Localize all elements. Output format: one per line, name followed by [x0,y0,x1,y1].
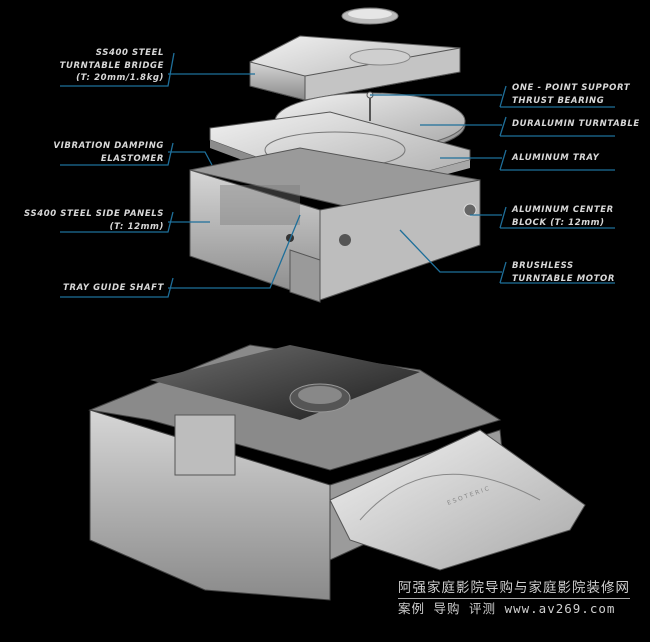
label-duralumin-turntable: DURALUMIN TURNTABLE [512,118,640,131]
label-thrust-bearing: ONE - POINT SUPPORT THRUST BEARING [512,82,630,107]
turntable-bridge [249,35,461,101]
watermark-line1: 阿强家庭影院导购与家庭影院装修网 [398,578,630,599]
label-turntable-bridge: SS400 STEEL TURNTABLE BRIDGE (T: 20mm/1.… [60,47,164,85]
label-brushless-motor: BRUSHLESS TURNTABLE MOTOR [512,260,615,285]
label-line: ONE - POINT SUPPORT [512,83,631,93]
label-line: SS400 STEEL SIDE PANELS [24,209,164,219]
label-vibration-damping: VIBRATION DAMPING ELASTOMER [53,140,164,165]
label-line: BRUSHLESS [512,261,574,271]
label-line: ELASTOMER [100,153,164,164]
label-line: VIBRATION DAMPING [53,141,164,151]
watermark-line2: 案例 导购 评测 www.av269.com [398,601,616,616]
label-line: TRAY GUIDE SHAFT [63,283,164,293]
label-line: ALUMINUM TRAY [512,153,600,163]
label-tray-guide-shaft: TRAY GUIDE SHAFT [63,282,164,295]
watermark: 阿强家庭影院导购与家庭影院装修网 案例 导购 评测 www.av269.com [398,578,630,619]
label-line: (T: 12mm) [109,221,164,232]
leader-lines [60,52,615,298]
label-line: THRUST BEARING [512,95,605,106]
label-line: SS400 STEEL [95,48,164,58]
label-side-panels: SS400 STEEL SIDE PANELS (T: 12mm) [24,208,164,233]
label-line: DURALUMIN TURNTABLE [512,119,640,129]
label-line: TURNTABLE BRIDGE [59,60,164,71]
exploded-view [189,7,481,303]
label-aluminum-tray: ALUMINUM TRAY [512,152,599,165]
label-line: ALUMINUM CENTER [512,205,614,215]
label-line: (T: 20mm/1.8kg) [76,73,164,83]
chassis-block [189,147,481,303]
assembled-view [88,344,586,601]
label-center-block: ALUMINUM CENTER BLOCK (T: 12mm) [512,204,614,229]
label-line: BLOCK (T: 12mm) [512,217,605,228]
label-line: TURNTABLE MOTOR [512,273,615,284]
